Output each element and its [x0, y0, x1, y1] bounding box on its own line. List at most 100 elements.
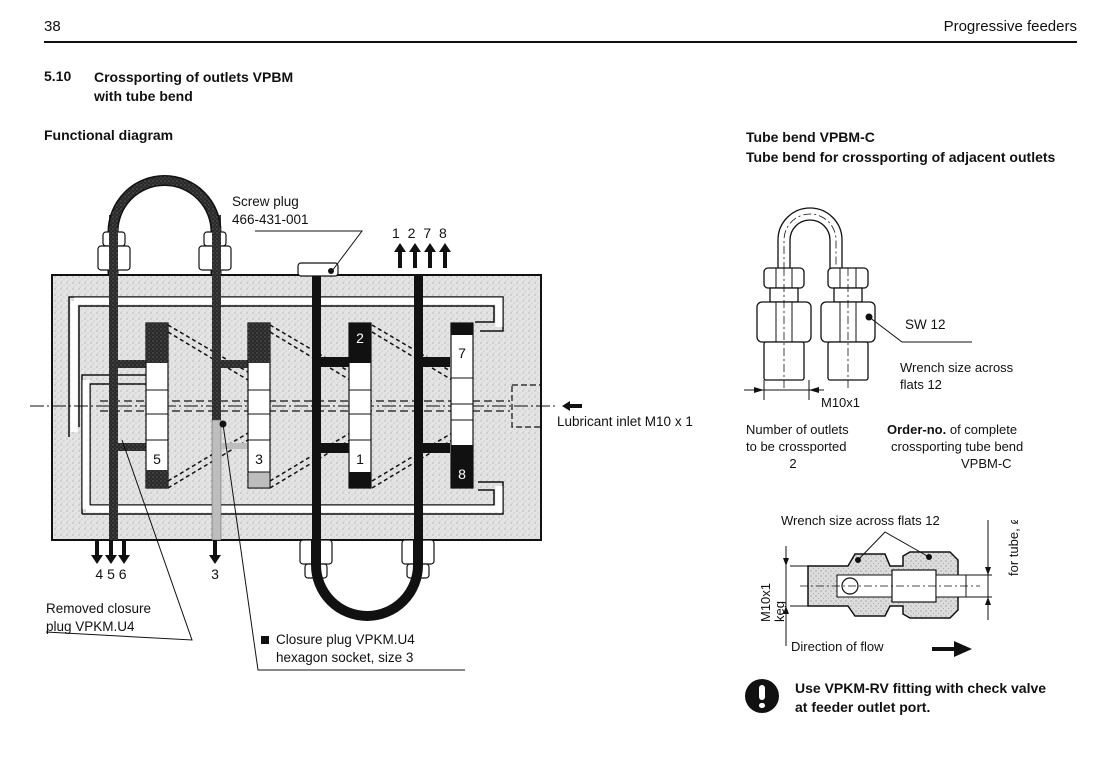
sw-leader	[868, 316, 972, 343]
screw-plug-leader	[255, 230, 363, 272]
section-title-line1: Crossporting of outlets VPBM	[94, 69, 294, 85]
screw-plug	[297, 262, 339, 277]
closure-plug-line1: Closure plug VPKM.U4	[276, 632, 415, 647]
outlet-line-mid	[212, 215, 221, 427]
order-line2: crossporting tube bend	[891, 439, 1024, 454]
piston-7-8	[450, 322, 474, 489]
stub	[423, 443, 450, 453]
tube-bend-heading: Tube bend VPBM-C Tube bend for crossport…	[746, 127, 1055, 167]
bottom-left-outlets-label: 4 5 6	[95, 566, 126, 582]
top-outlets-label: 1 2 7 8	[392, 225, 449, 241]
flow-direction-arrow	[932, 641, 972, 657]
tube-bend-bottom	[311, 540, 423, 621]
dim-arrow-top	[783, 558, 789, 566]
tube-top-left	[109, 228, 118, 276]
order-number: Order-no. of complete crossporting tube …	[887, 421, 1023, 472]
exclamation-bar	[759, 685, 765, 700]
tube-bend-heading-line2: Tube bend for crossporting of adjacent o…	[746, 149, 1056, 165]
closure-plug-bullet	[261, 636, 269, 644]
removed-plug-line1: Removed closure	[46, 601, 152, 616]
running-title: Progressive feeders	[943, 18, 1077, 35]
channel-fill-bottom	[86, 486, 503, 513]
order-line1-rest: of complete	[946, 422, 1018, 437]
wrench-line1: Wrench size across	[900, 360, 1014, 375]
thread-label: M10x1	[821, 395, 861, 410]
stub	[321, 443, 349, 453]
piston-5	[145, 322, 169, 489]
u-tube-inner	[789, 219, 831, 270]
piston-label-5: 5	[153, 451, 161, 467]
dim-arrow-r-top	[985, 567, 991, 575]
outlets-value: 2	[789, 456, 797, 471]
screw-plug-dot	[328, 268, 334, 274]
tube-bend-heading-line1: Tube bend VPBM-C	[746, 129, 875, 145]
stub	[423, 357, 450, 367]
fitting-thread-label-1: M10x1	[758, 583, 773, 622]
piston-label-7: 7	[458, 345, 466, 361]
inlet-arrow	[562, 401, 582, 411]
exclamation-dot	[759, 703, 765, 708]
top-outlet-arrows	[394, 243, 451, 268]
note-line1: Use VPKM-RV fitting with check valve	[795, 680, 1047, 696]
removed-plug-leader	[45, 439, 193, 641]
dim-arrow-right	[809, 387, 819, 393]
closure-plug-line2: hexagon socket, size 3	[276, 650, 414, 665]
section-title-line2: with tube bend	[94, 88, 193, 104]
u-tube-center	[783, 213, 837, 270]
piston-2-1	[348, 322, 372, 489]
tube-fittings	[756, 267, 876, 381]
screw-plug-label: Screw plug 466-431-001	[232, 193, 309, 229]
piston-label-3: 3	[255, 451, 263, 467]
outlets-count: Number of outlets to be crossported 2	[746, 421, 849, 472]
outlet-line-3	[211, 419, 222, 541]
order-bold: Order-no.	[887, 422, 947, 437]
lubricant-inlet-label: Lubricant inlet M10 x 1	[557, 414, 693, 429]
wrench-line2: flats 12	[900, 377, 942, 392]
fitting-wrench-label: Wrench size across flats 12	[781, 513, 940, 528]
dim-arrow-left	[754, 387, 764, 393]
outlets-line2: to be crossported	[746, 439, 847, 454]
page-number: 38	[44, 18, 61, 35]
outlet-line-a	[312, 275, 321, 540]
header-rule	[44, 41, 1077, 43]
stub	[118, 360, 148, 368]
piston-label-1: 1	[356, 451, 364, 467]
piston-label-2: 2	[356, 330, 364, 346]
order-line1: Order-no. of complete	[887, 421, 1023, 438]
functional-diagram-heading: Functional diagram	[44, 127, 174, 143]
closure-plug-label: Closure plug VPKM.U4 hexagon socket, siz…	[276, 631, 415, 667]
dim-arrow-bottom	[783, 606, 789, 614]
flow-direction-label: Direction of flow	[791, 639, 884, 654]
removed-plug-line2: plug VPKM.U4	[46, 619, 135, 634]
tube-bend-top-fill	[109, 176, 220, 275]
tube-top-right	[212, 228, 221, 276]
u-tube-outer	[777, 207, 843, 270]
wrench-size-label: Wrench size across flats 12	[900, 359, 1013, 393]
inlet-port	[511, 384, 542, 428]
outlets-line1: Number of outlets	[746, 422, 849, 437]
section-number: 5.10	[44, 68, 72, 84]
piston-label-8: 8	[458, 466, 466, 482]
tube-bend-drawing	[744, 207, 972, 400]
fitting-drawing: M10x1 keg for tube, ø 6	[758, 520, 1021, 657]
wrench-leader	[857, 531, 930, 561]
closure-plug-leader	[222, 423, 465, 671]
tube-size-label: for tube, ø 6	[1006, 520, 1021, 576]
order-value: VPBM-C	[961, 456, 1012, 471]
outlet-line-b	[414, 275, 423, 540]
outlet-line-left	[109, 215, 118, 540]
bottom-outlet-arrows	[91, 540, 221, 564]
screw-plug-label-line1: Screw plug	[232, 194, 299, 209]
channels	[68, 296, 504, 515]
removed-plug-label: Removed closure plug VPKM.U4	[46, 600, 151, 636]
top-fittings	[97, 231, 232, 271]
stub	[118, 443, 148, 451]
fitting-thread-label-2: keg	[772, 601, 787, 622]
sw-label: SW 12	[905, 317, 946, 332]
fitting-details	[775, 268, 857, 342]
section-title: Crossporting of outlets VPBM with tube b…	[94, 68, 293, 106]
stub	[221, 360, 248, 368]
note-text: Use VPKM-RV fitting with check valve at …	[795, 679, 1046, 717]
dim-arrow-r-bottom	[985, 597, 991, 605]
screw-plug-label-line2: 466-431-001	[232, 212, 309, 227]
